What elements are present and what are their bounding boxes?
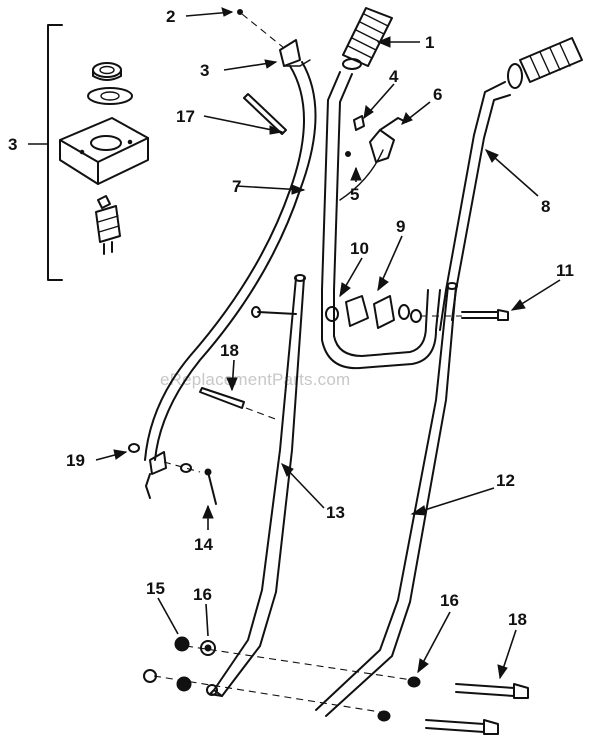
bolt-17-lower	[425, 719, 485, 733]
handle-grip	[342, 7, 393, 70]
upper-handle-left	[321, 71, 441, 370]
control-lever	[345, 115, 407, 163]
callout-12: 12	[496, 471, 515, 490]
callout-18-lower: 18	[220, 341, 239, 360]
callout-6: 6	[433, 85, 442, 104]
leader-lines	[28, 11, 561, 679]
pin-18-upper	[243, 93, 287, 135]
upper-handle-right	[439, 37, 583, 331]
nut-15-upper	[174, 636, 190, 652]
callout-labels: 2 1 3 3 4 6 5 17 7 8 9 10 11 18 19 12 13…	[8, 7, 574, 629]
toggle-switch-body	[95, 205, 121, 243]
washer-16-right-lower	[377, 710, 391, 722]
toggle-lever	[97, 195, 111, 209]
arrowheads	[113, 7, 526, 680]
control-cable	[144, 61, 317, 461]
cable-5	[339, 149, 384, 201]
callout-14: 14	[194, 535, 213, 554]
cable-anchor	[128, 443, 217, 505]
callout-13: 13	[326, 503, 345, 522]
callout-11: 11	[556, 261, 574, 280]
switch-nut	[92, 62, 122, 78]
bolt-17-upper	[455, 683, 515, 697]
callout-16-left: 16	[193, 585, 212, 604]
callout-5: 5	[350, 185, 359, 204]
callout-1: 1	[425, 33, 434, 52]
callout-4: 4	[389, 67, 399, 86]
washer-16-lower	[176, 676, 192, 692]
knob-right	[373, 295, 395, 329]
lower-handle-right	[315, 282, 458, 717]
knob-left	[345, 295, 369, 327]
watermark-text: eReplacementParts.com	[160, 370, 350, 389]
screw-14	[207, 471, 217, 505]
cable-clip	[237, 9, 311, 67]
screw-2	[237, 9, 243, 15]
nut-19	[128, 443, 140, 453]
callout-3-inset: 3	[8, 135, 17, 154]
washer-16-right-upper	[407, 676, 421, 688]
switch-mount-box	[59, 117, 149, 185]
callout-7: 7	[232, 177, 241, 196]
callout-17: 18	[508, 610, 527, 629]
bolt-11	[420, 309, 509, 321]
handle-knobs	[251, 295, 422, 329]
callout-10: 10	[350, 239, 369, 258]
switch-plate	[87, 87, 133, 105]
clip-4	[353, 115, 365, 131]
washer-10	[325, 306, 339, 322]
switch-assembly-inset	[47, 24, 149, 281]
inset-bracket	[47, 24, 63, 281]
lower-handle-left	[209, 274, 306, 697]
callout-8: 8	[541, 197, 550, 216]
callout-2: 2	[166, 7, 175, 26]
callout-15: 15	[146, 579, 165, 598]
callout-19: 19	[66, 451, 85, 470]
callout-3-upper: 3	[200, 61, 209, 80]
handle-grip-right	[519, 37, 583, 83]
callout-16-right: 16	[440, 591, 459, 610]
bottom-hardware	[143, 636, 529, 735]
callout-9: 9	[396, 217, 405, 236]
pin-18-lower	[199, 387, 245, 409]
callout-18-upper: 17	[176, 107, 195, 126]
